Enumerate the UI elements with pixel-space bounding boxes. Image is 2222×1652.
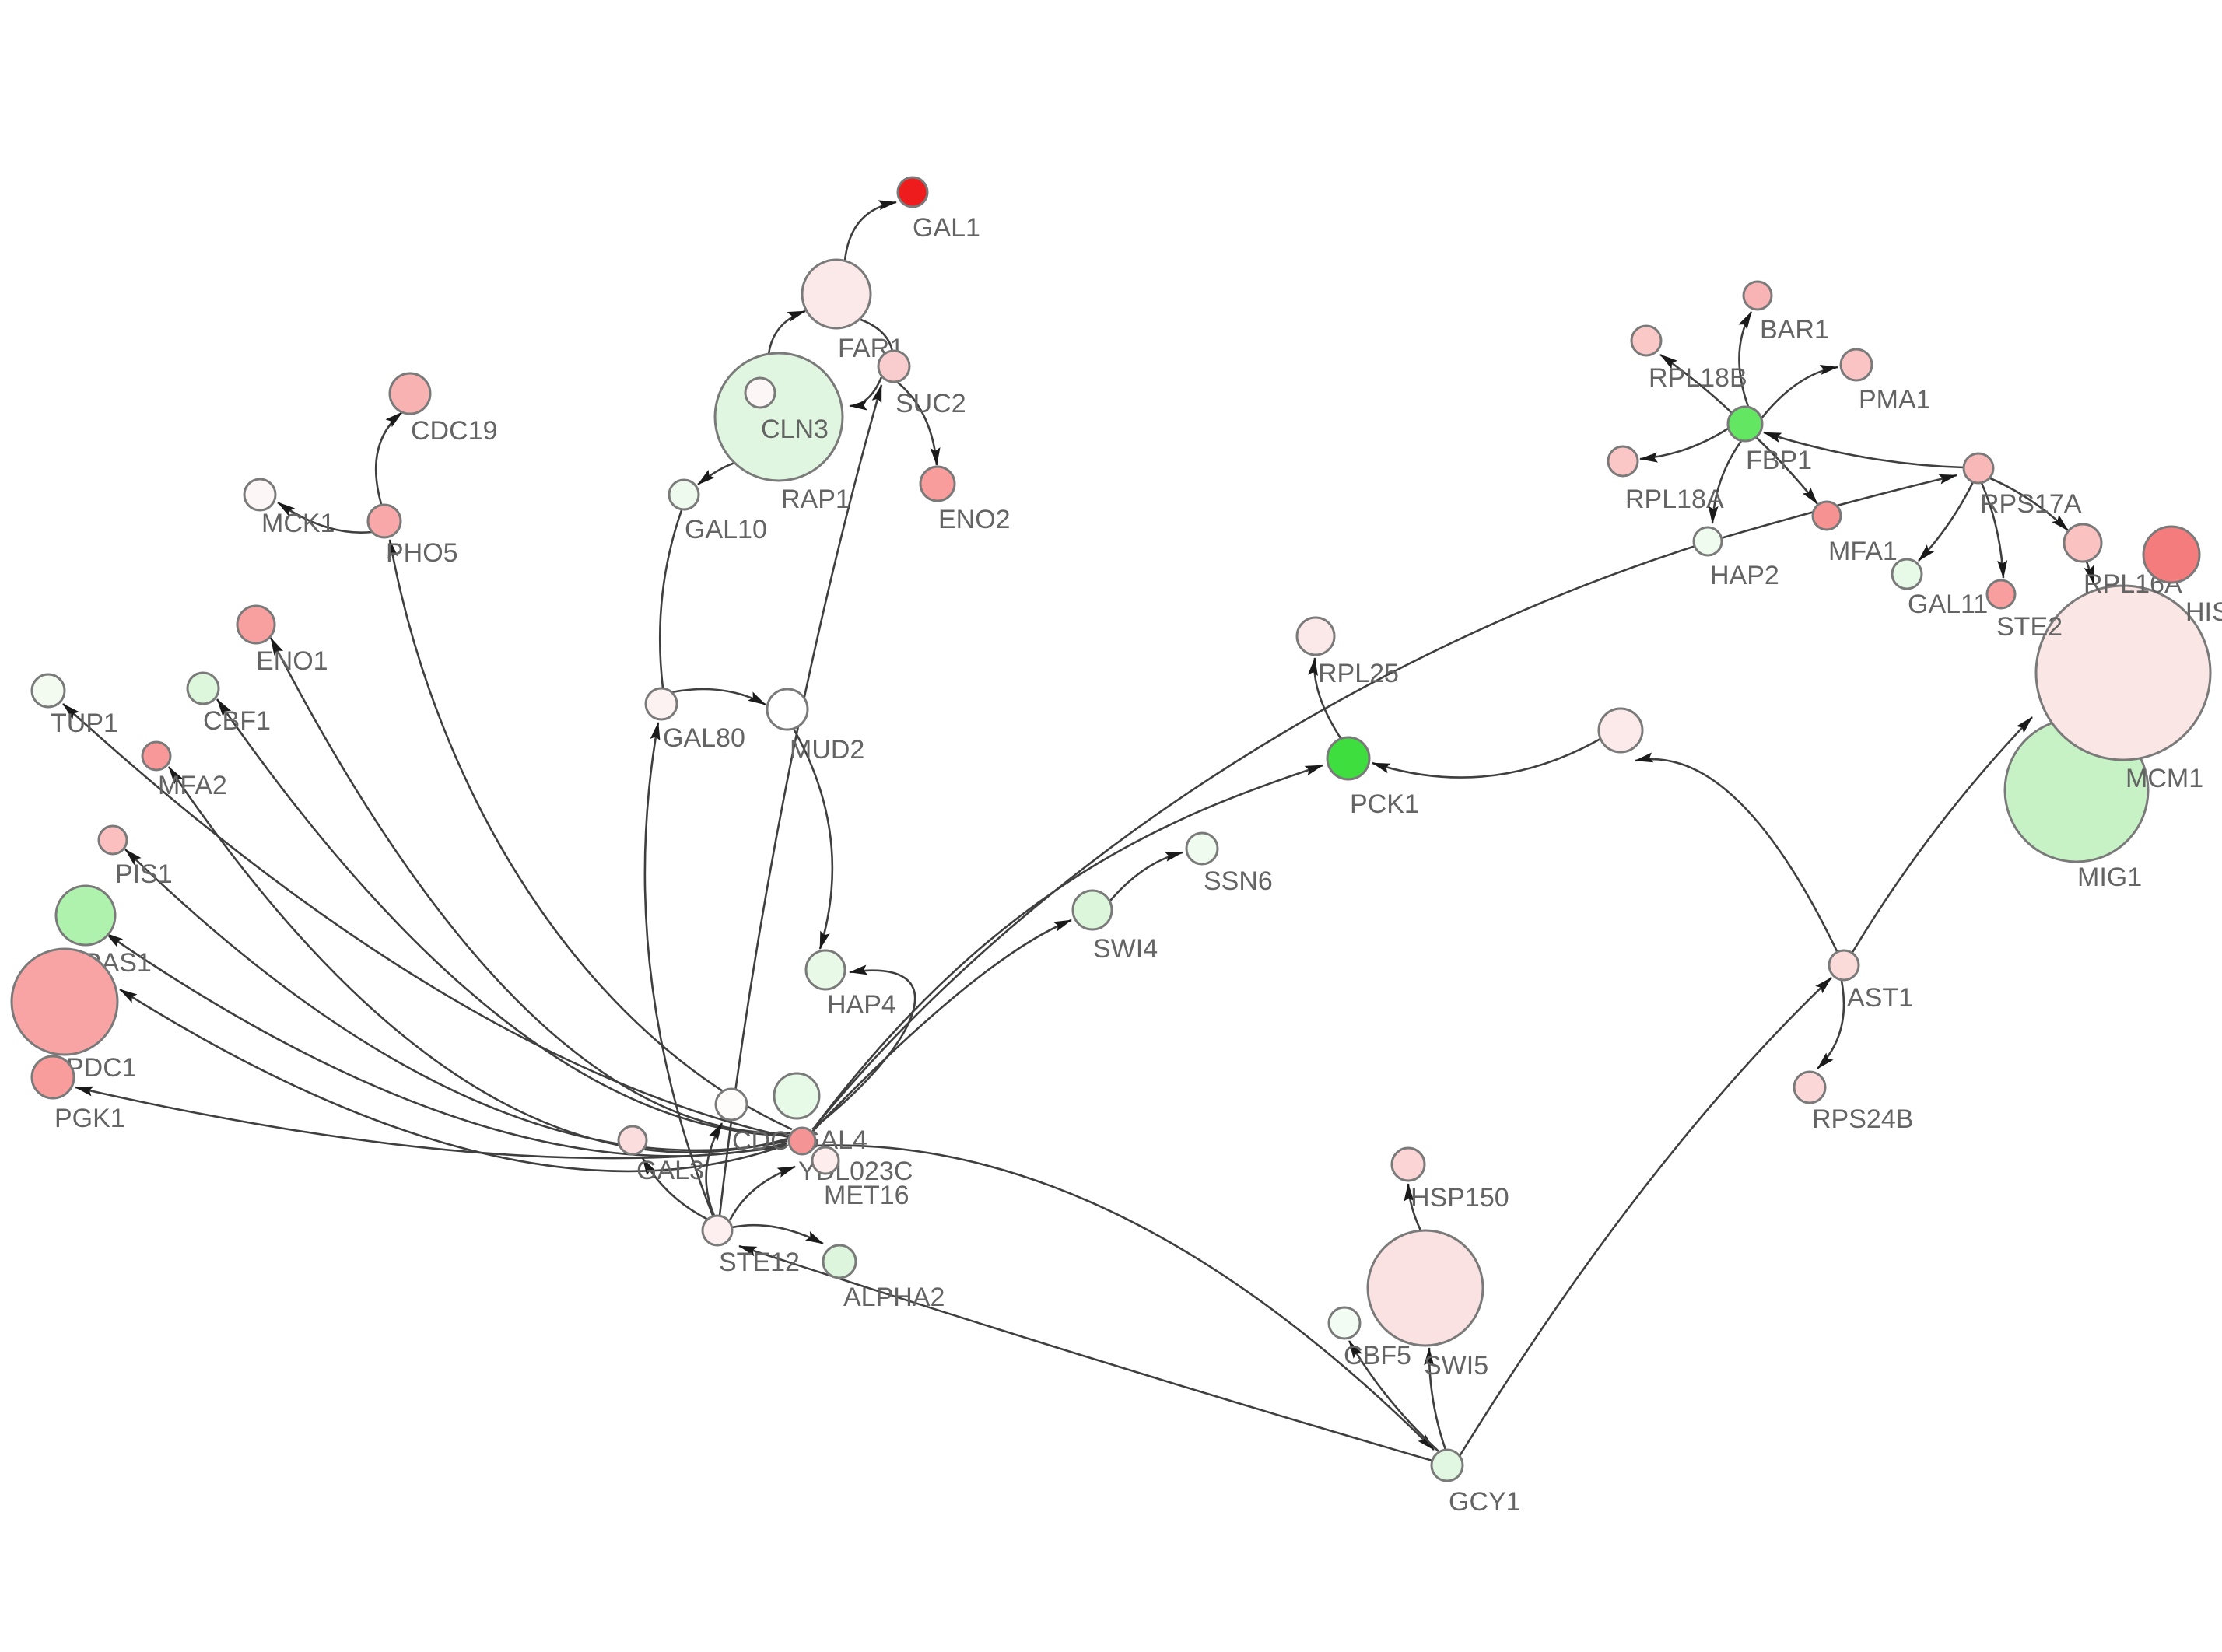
svg-text:CLN3: CLN3 (761, 415, 829, 444)
svg-text:GAL11: GAL11 (1908, 590, 1988, 619)
svg-text:PHO5: PHO5 (386, 538, 458, 568)
svg-text:SUC2: SUC2 (895, 389, 966, 418)
svg-text:STE12: STE12 (719, 1248, 800, 1277)
svg-text:RPL18B: RPL18B (1649, 363, 1747, 393)
svg-text:PIS1: PIS1 (115, 859, 173, 889)
svg-text:RPL25: RPL25 (1318, 659, 1399, 688)
svg-text:SWI4: SWI4 (1093, 934, 1158, 964)
svg-text:STE2: STE2 (1996, 612, 2063, 642)
svg-text:MCK1: MCK1 (261, 509, 335, 538)
svg-text:HIS4: HIS4 (2185, 597, 2222, 627)
svg-text:MIG1: MIG1 (2077, 863, 2142, 892)
svg-text:TUP1: TUP1 (51, 709, 118, 738)
svg-text:BAR1: BAR1 (1760, 315, 1829, 345)
svg-text:PDC1: PDC1 (66, 1053, 137, 1083)
svg-text:HAP4: HAP4 (827, 990, 896, 1020)
svg-text:PCK1: PCK1 (1350, 789, 1419, 819)
svg-text:SWI5: SWI5 (1424, 1351, 1488, 1381)
svg-text:MFA1: MFA1 (1828, 537, 1898, 566)
svg-text:PGK1: PGK1 (54, 1104, 125, 1133)
svg-text:ENO1: ENO1 (256, 646, 328, 676)
svg-text:MCM1: MCM1 (2126, 764, 2203, 793)
svg-text:GAL3: GAL3 (636, 1156, 704, 1185)
svg-text:ENO2: ENO2 (938, 505, 1011, 534)
svg-text:CBF5: CBF5 (1344, 1341, 1411, 1370)
svg-text:CBF1: CBF1 (203, 706, 271, 736)
svg-text:ALPHA2: ALPHA2 (843, 1283, 945, 1312)
svg-text:MUD2: MUD2 (790, 735, 864, 765)
svg-text:PMA1: PMA1 (1859, 385, 1931, 415)
svg-text:FBP1: FBP1 (1746, 446, 1812, 475)
svg-text:GAL1: GAL1 (913, 213, 980, 243)
svg-text:CDC19: CDC19 (411, 416, 497, 446)
svg-text:RPL18A: RPL18A (1625, 485, 1724, 514)
svg-text:MET16: MET16 (824, 1181, 909, 1210)
svg-text:HAP2: HAP2 (1710, 561, 1779, 590)
svg-text:MFA2: MFA2 (158, 771, 227, 800)
svg-text:RPS17A: RPS17A (1980, 489, 2082, 519)
svg-text:GCY1: GCY1 (1449, 1487, 1521, 1517)
svg-text:GAL10: GAL10 (685, 515, 767, 544)
svg-text:SSN6: SSN6 (1204, 866, 1273, 896)
svg-text:RPS24B: RPS24B (1812, 1104, 1913, 1134)
svg-text:RAP1: RAP1 (781, 485, 850, 514)
svg-text:GAL80: GAL80 (663, 723, 745, 753)
svg-text:AST1: AST1 (1847, 983, 1913, 1013)
svg-text:HSP150: HSP150 (1411, 1183, 1509, 1213)
